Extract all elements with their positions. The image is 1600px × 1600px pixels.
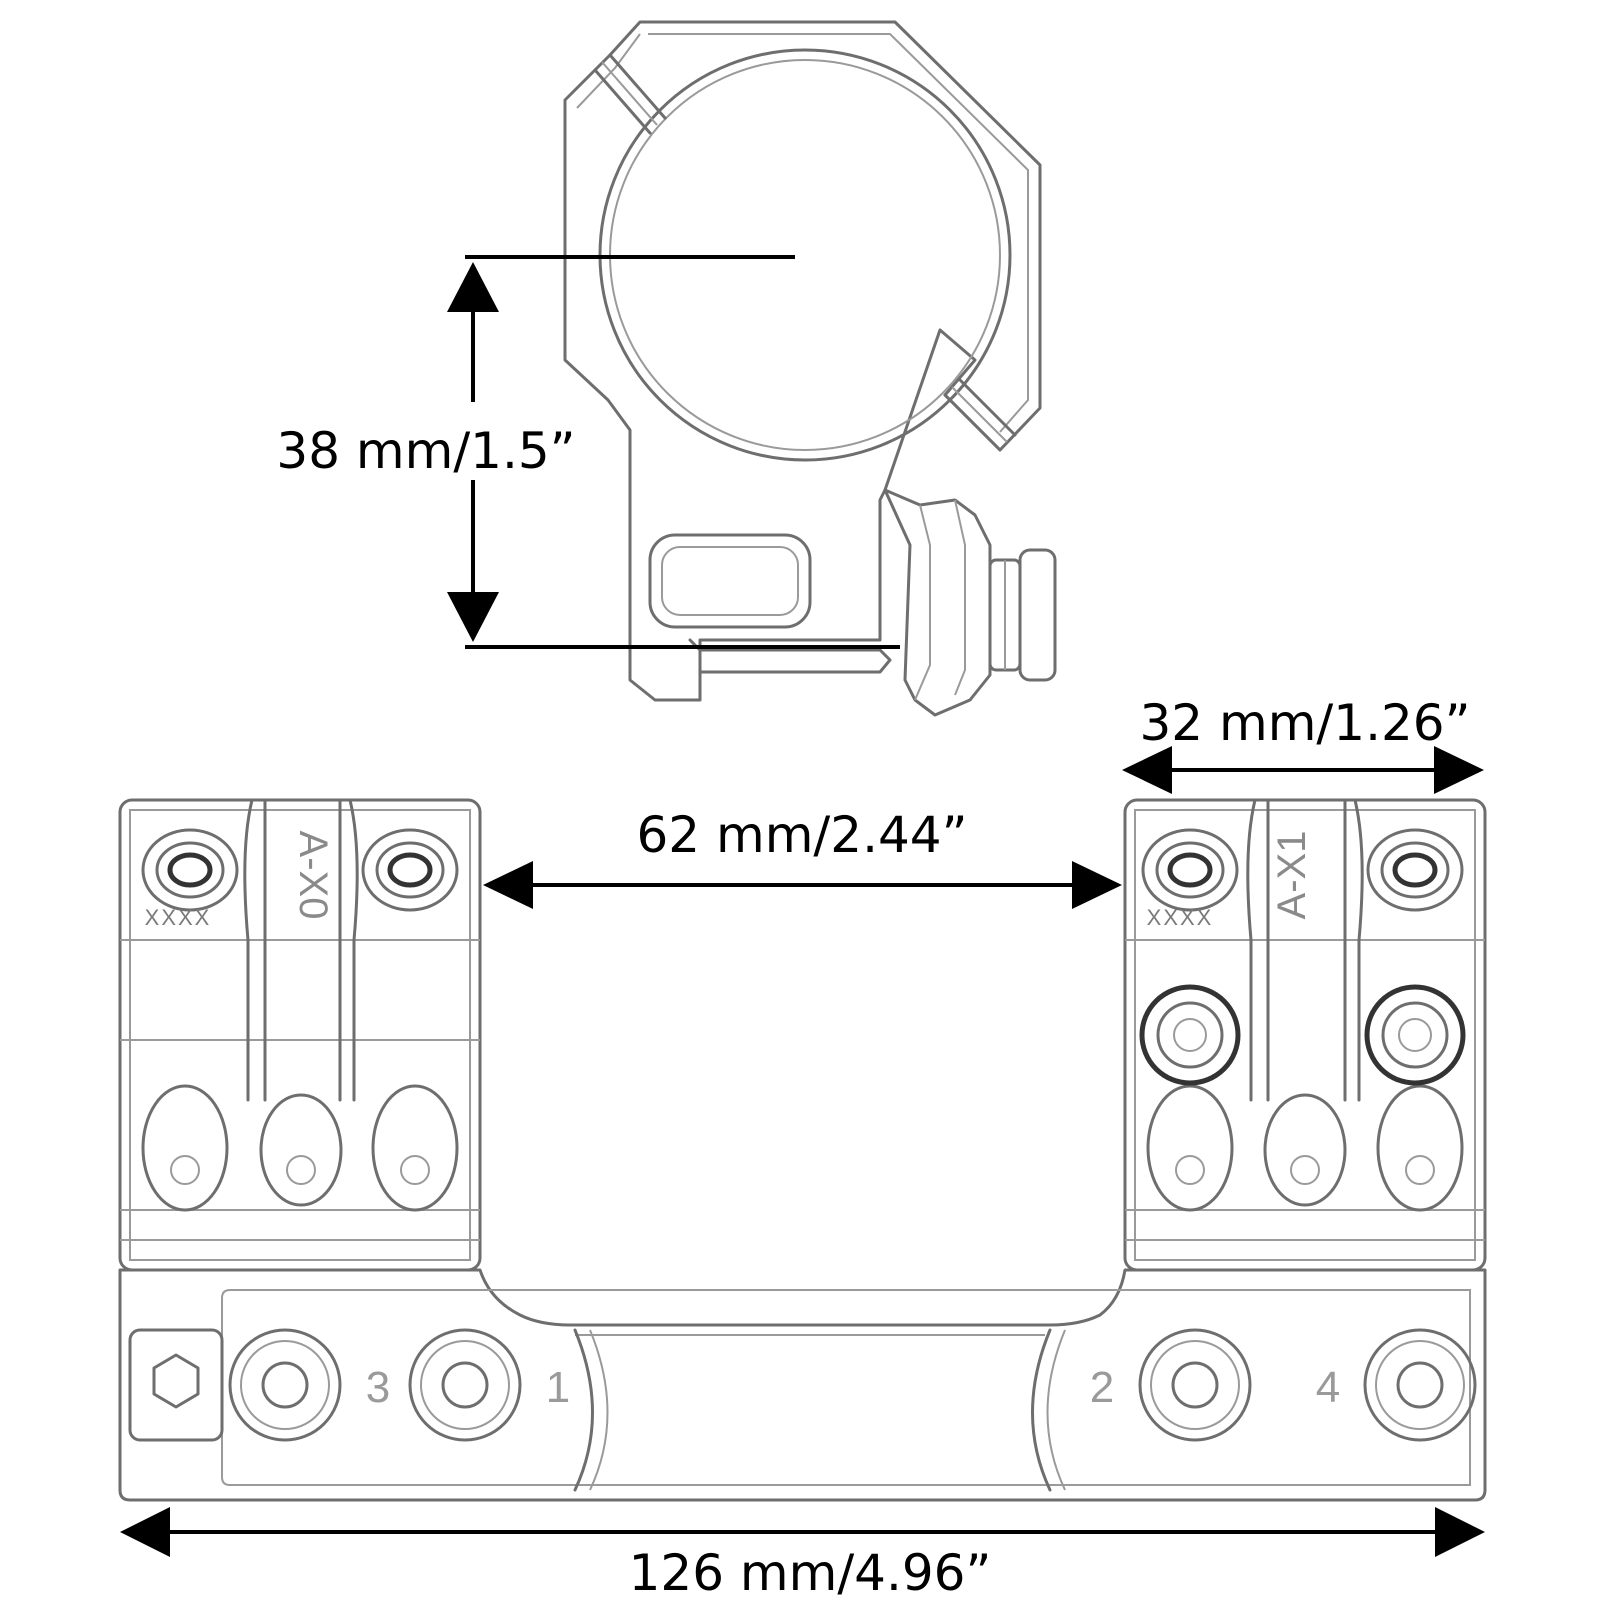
ring-width-arrow-left	[1122, 746, 1172, 794]
mount-base	[118, 1268, 1487, 1502]
rear-ring: XXXX A-X1	[1123, 798, 1487, 1272]
ring-split-line-top	[593, 53, 667, 135]
base-screw-1: 1	[408, 1328, 570, 1442]
height-arrow-down	[447, 592, 499, 642]
mount-top-view: XXXX A-X0	[118, 798, 1487, 1502]
ring-width-dimension: 32 mm/1.26”	[1122, 694, 1484, 794]
rear-ring-serial: XXXX	[1147, 905, 1214, 930]
torx-screw-icon	[170, 1155, 200, 1185]
front-ring-serial: XXXX	[145, 905, 212, 930]
base-screw-4: 4	[1316, 1328, 1477, 1442]
height-dimension-label: 38 mm/1.5”	[276, 422, 575, 480]
clamp-lever	[883, 488, 992, 717]
ring-spacing-arrow-left	[483, 861, 533, 909]
ring-width-arrow-right	[1434, 746, 1484, 794]
torx-screw-icon	[261, 1361, 309, 1409]
overall-length-label: 126 mm/4.96”	[629, 1544, 992, 1600]
rail-clamp-jaw	[688, 638, 892, 674]
screw-number-1: 1	[546, 1363, 570, 1412]
torx-screw-icon	[1396, 1361, 1444, 1409]
torx-screw-icon	[1175, 1155, 1205, 1185]
torx-screw-icon	[441, 1361, 489, 1409]
ring-split-line-bottom	[943, 378, 1017, 452]
base-screw-2: 2	[1090, 1328, 1252, 1442]
ring-width-label: 32 mm/1.26”	[1139, 694, 1470, 752]
torx-screw-icon	[400, 1155, 430, 1185]
screw-number-3: 3	[366, 1363, 390, 1412]
rear-ring-code: A-X1	[1270, 831, 1314, 920]
mount-side-view	[563, 20, 1057, 717]
front-ring-code: A-X0	[291, 831, 335, 920]
ring-spacing-dimension: 62 mm/2.44”	[483, 806, 1122, 909]
overall-length-dimension: 126 mm/4.96”	[120, 1507, 1485, 1600]
torx-screw-icon	[286, 1155, 316, 1185]
torx-screw-icon	[1290, 1155, 1320, 1185]
base-screw-3: 3	[228, 1328, 390, 1442]
lightening-slot	[648, 533, 812, 629]
screw-number-4: 4	[1316, 1363, 1340, 1412]
torx-screw-icon	[1405, 1155, 1435, 1185]
torx-screw-icon	[1171, 1361, 1219, 1409]
height-arrow-up	[447, 262, 499, 312]
length-arrow-left	[120, 1507, 170, 1557]
length-arrow-right	[1435, 1507, 1485, 1557]
screw-number-2: 2	[1090, 1363, 1114, 1412]
height-dimension: 38 mm/1.5”	[276, 255, 900, 649]
hex-screw-icon	[152, 1353, 200, 1409]
ring-spacing-arrow-right	[1072, 861, 1122, 909]
front-ring: XXXX A-X0	[118, 798, 482, 1272]
ring-spacing-label: 62 mm/2.44”	[636, 806, 967, 864]
clamp-nut	[988, 548, 1057, 682]
